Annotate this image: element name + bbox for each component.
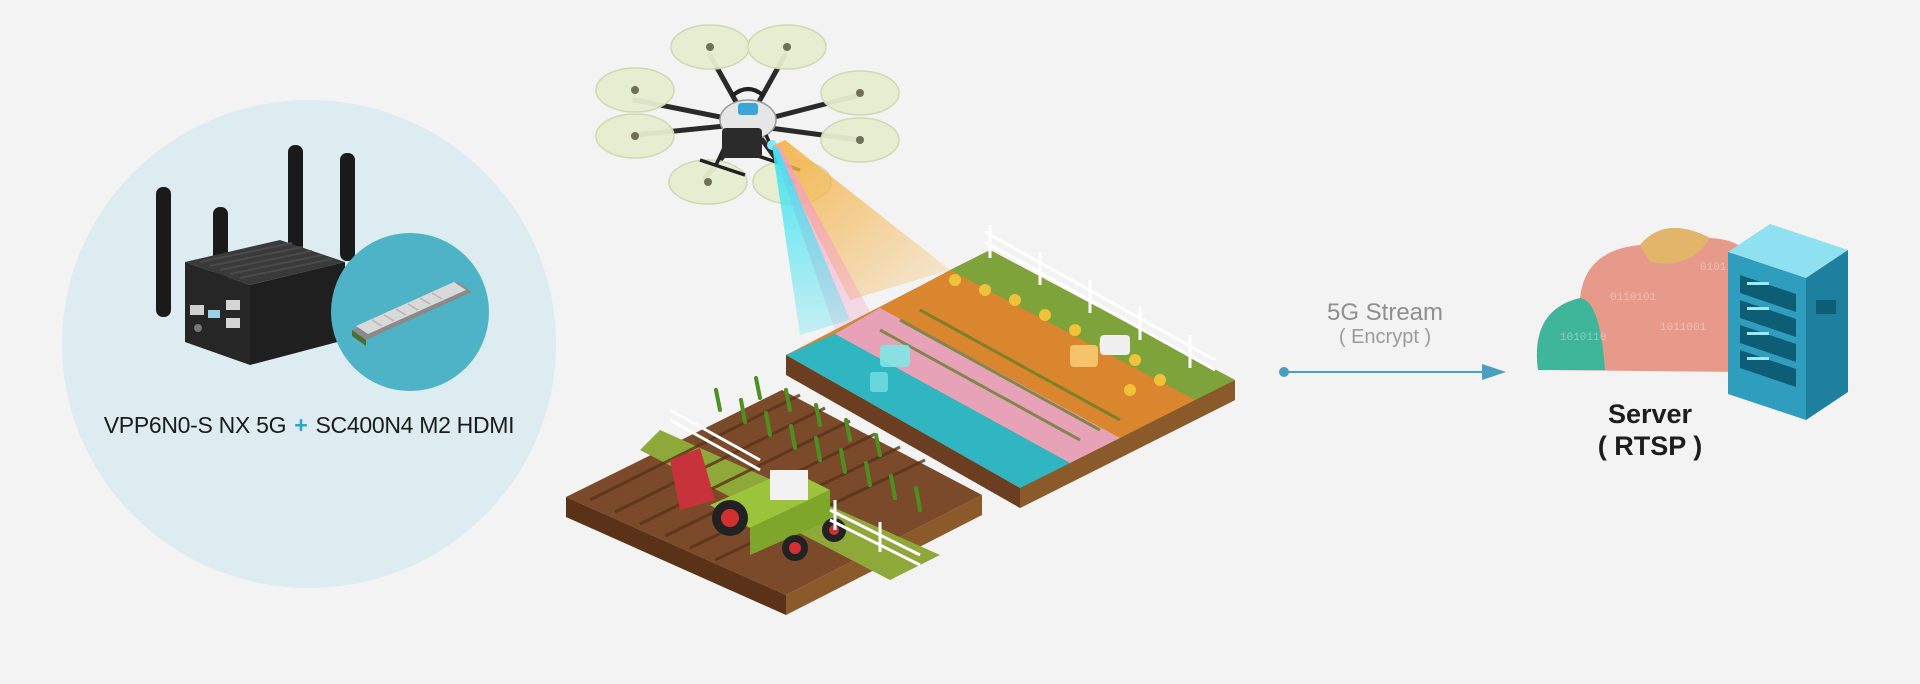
server-icon xyxy=(1728,224,1848,420)
tractor-icon xyxy=(670,448,846,561)
server-label: Server xyxy=(1607,399,1693,429)
antenna-icon xyxy=(156,187,171,317)
server-sublabel: ( RTSP ) xyxy=(1597,431,1703,461)
edge-device-image xyxy=(156,145,355,365)
stream-arrow xyxy=(1279,364,1506,380)
scan-beam-orange xyxy=(772,140,950,300)
antenna-icon xyxy=(288,145,303,255)
drone-image xyxy=(595,24,900,205)
scan-beam-cyan xyxy=(772,146,850,335)
m2-module-image xyxy=(352,282,472,346)
server-label-block: Server ( RTSP ) xyxy=(1540,398,1760,462)
device-name-primary: VPP6N0-S NX 5G xyxy=(103,412,287,438)
scan-beam-pink xyxy=(772,146,880,345)
svg-text:0110101: 0110101 xyxy=(1610,292,1657,304)
svg-text:1010110: 1010110 xyxy=(1560,332,1606,344)
stream-sublabel: ( Encrypt ) xyxy=(1338,326,1432,348)
device-caption: VPP6N0-S NX 5G + SC400N4 M2 HDMI xyxy=(62,412,556,439)
stream-label: 5G Stream xyxy=(1326,299,1444,326)
cloud-icon: 1010110 0110101 1011001 010110 xyxy=(1536,228,1786,372)
device-name-secondary: SC400N4 M2 HDMI xyxy=(315,412,515,438)
plus-sign: + xyxy=(294,412,308,438)
svg-text:1011001: 1011001 xyxy=(1660,322,1707,334)
farm-field-illustration xyxy=(566,225,1235,615)
antenna-icon xyxy=(340,153,355,261)
